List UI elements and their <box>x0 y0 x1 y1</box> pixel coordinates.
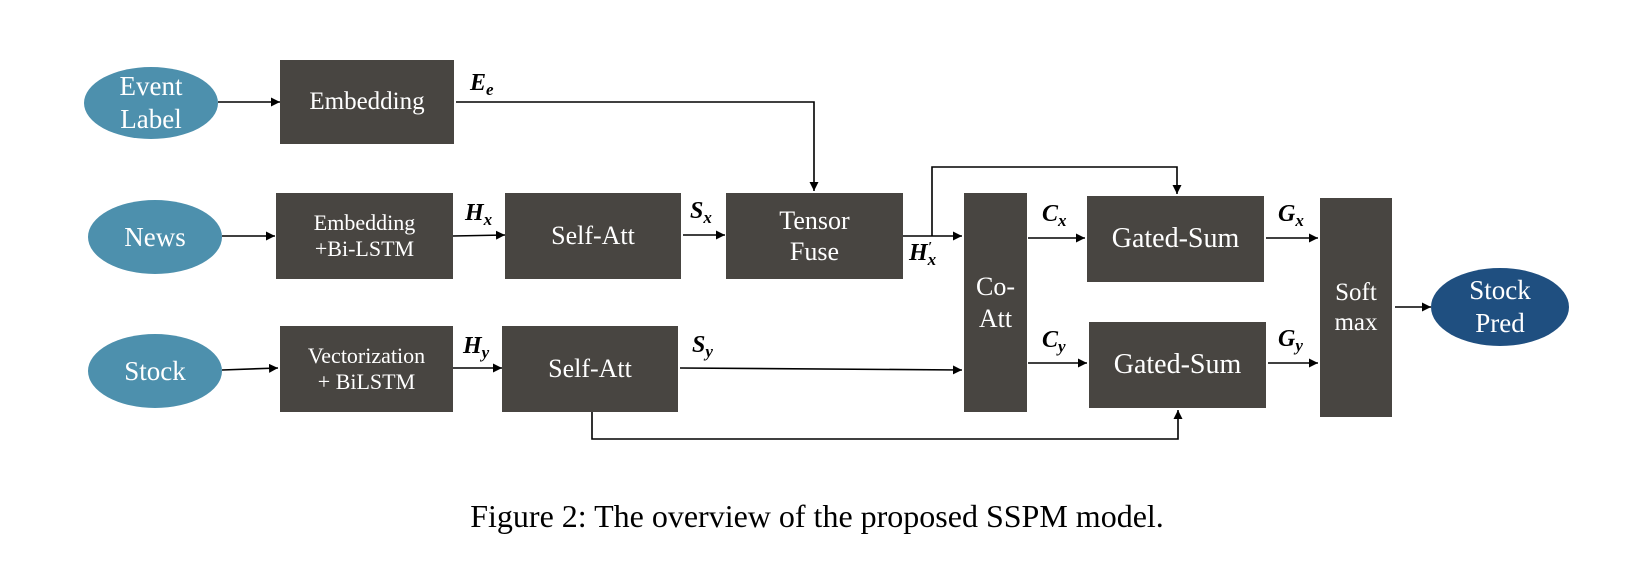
label-sx: Sx <box>690 198 712 227</box>
figure-caption: Figure 2: The overview of the proposed S… <box>470 498 1164 534</box>
gated-sum-x-block: Gated-Sum <box>1087 196 1264 282</box>
arrow-hx <box>452 230 506 240</box>
input-stock: Stock <box>88 334 222 408</box>
input-news: News <box>88 200 222 274</box>
arrow-sy-to-gated-sum-y <box>591 410 1183 440</box>
arrow-ee-to-tensor-fuse <box>456 101 819 191</box>
input-event-label: Event Label <box>84 67 218 139</box>
arrow-sy-to-co-att <box>679 365 963 375</box>
output-stock-pred: Stock Pred <box>1431 268 1569 346</box>
label-ee: Ee <box>470 70 494 99</box>
news-self-att-block: Self-Att <box>505 193 681 279</box>
gated-sum-y-block: Gated-Sum <box>1089 322 1266 408</box>
softmax-block: Soft max <box>1320 198 1392 417</box>
label-cx: Cx <box>1042 201 1067 230</box>
stock-self-att-block: Self-Att <box>502 326 678 412</box>
label-hx: Hx <box>465 200 493 229</box>
label-hy: Hy <box>463 333 490 362</box>
event-embedding-block: Embedding <box>280 60 454 144</box>
label-hx-prime: Hx′ <box>909 240 937 269</box>
tensor-fuse-block: Tensor Fuse <box>726 193 903 279</box>
label-cy: Cy <box>1042 327 1066 356</box>
sspm-model-diagram: Event Label News Stock Stock Pred Embedd… <box>84 60 1569 440</box>
label-gx: Gx <box>1278 201 1304 230</box>
connector-layer <box>218 97 1431 440</box>
news-encoder-block: Embedding +Bi-LSTM <box>276 193 453 279</box>
arrow-stock-to-encoder <box>221 363 279 373</box>
label-sy: Sy <box>692 332 713 361</box>
co-att-block: Co- Att <box>964 193 1027 412</box>
label-gy: Gy <box>1278 326 1303 355</box>
arrow-hx-prime-to-gated-sum-x <box>931 166 1182 236</box>
stock-encoder-block: Vectorization + BiLSTM <box>280 326 453 412</box>
